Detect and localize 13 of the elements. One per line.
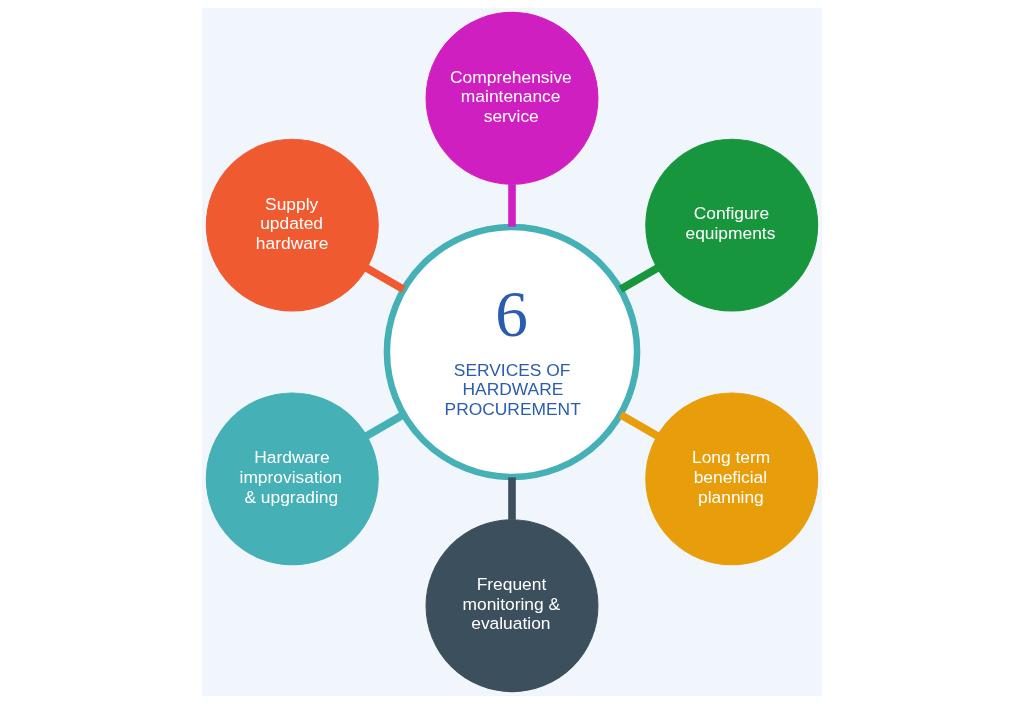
node-circle: 6 SERVICES OF HARDWARE PROCUREMENT bbox=[383, 223, 641, 481]
connector bbox=[364, 264, 406, 293]
connector bbox=[508, 477, 516, 520]
connector bbox=[364, 411, 406, 440]
node-circle: Configure equipments bbox=[645, 138, 819, 312]
node-circle: Hardware improvisation & upgrading bbox=[205, 392, 379, 566]
node-circle: Long term beneficial planning bbox=[645, 392, 819, 566]
connector bbox=[508, 184, 516, 227]
node-circle: Comprehensive maintenance service bbox=[425, 11, 599, 185]
node-circle: Supply updated hardware bbox=[205, 138, 379, 312]
connector bbox=[618, 264, 660, 293]
connector bbox=[618, 411, 660, 440]
node-circle: Frequent monitoring & evaluation bbox=[425, 519, 599, 693]
